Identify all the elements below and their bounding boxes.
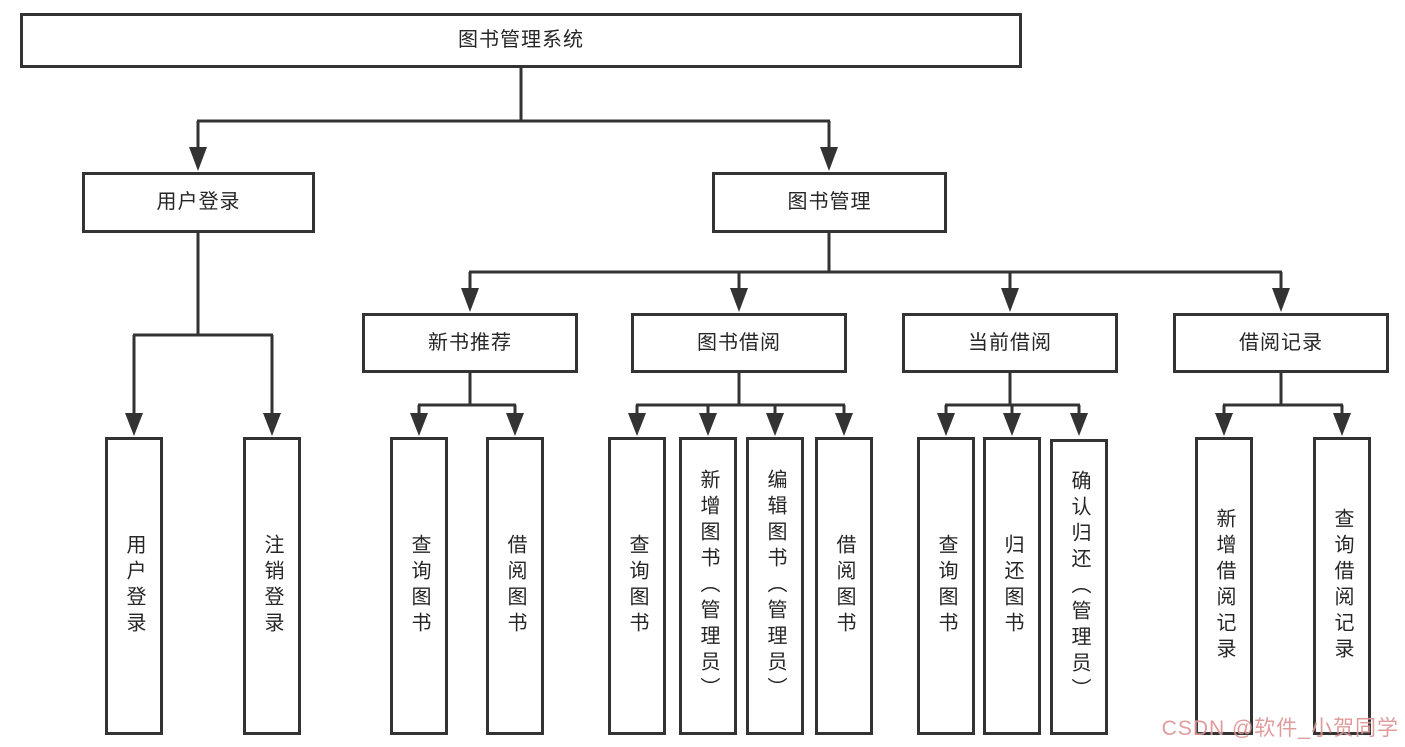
arrow-down-icon [766, 413, 784, 436]
leaf-edit-books: 编辑图书（管理员） [746, 437, 804, 735]
leaf-user-login: 用户登录 [105, 437, 163, 735]
leaf-add-books: 新增图书（管理员） [679, 437, 737, 735]
node-root: 图书管理系统 [20, 13, 1022, 68]
node-new-book-rec: 新书推荐 [362, 313, 578, 373]
tree-edges [132, 68, 1344, 415]
leaf-confirm-return: 确认归还（管理员） [1050, 439, 1108, 735]
arrow-down-icon [835, 413, 853, 436]
node-book-mgmt: 图书管理 [712, 172, 947, 233]
arrow-down-icon [628, 413, 646, 436]
arrow-down-icon [1001, 288, 1019, 312]
node-borrow-record: 借阅记录 [1173, 313, 1389, 373]
arrow-down-icon [1272, 288, 1290, 312]
leaf-query-books-2: 查询图书 [608, 437, 666, 735]
csdn-watermark: CSDN @软件_小贺同学 [1161, 717, 1399, 740]
leaf-query-books-3: 查询图书 [917, 437, 975, 735]
leaf-return-books: 归还图书 [983, 437, 1041, 735]
arrow-down-icon [461, 288, 479, 312]
node-book-borrow: 图书借阅 [631, 313, 847, 373]
leaf-query-books-1: 查询图书 [390, 437, 448, 735]
arrow-down-icon [410, 413, 428, 436]
leaf-add-borrow-record: 新增借阅记录 [1195, 437, 1253, 735]
arrow-down-icon [1215, 413, 1233, 436]
leaf-logout: 注销登录 [243, 437, 301, 735]
node-user-login: 用户登录 [82, 172, 315, 233]
arrow-down-icon [1070, 413, 1088, 436]
arrow-down-icon [1333, 413, 1351, 436]
arrow-down-icon [937, 413, 955, 436]
arrowheads [125, 147, 1351, 436]
leaf-borrow-books-1: 借阅图书 [486, 437, 544, 735]
node-current-borrow: 当前借阅 [902, 313, 1118, 373]
arrow-down-icon [506, 413, 524, 436]
leaf-borrow-books-2: 借阅图书 [815, 437, 873, 735]
arrow-down-icon [730, 288, 748, 312]
arrow-down-icon [125, 413, 143, 436]
arrow-down-icon [1003, 413, 1021, 436]
arrow-down-icon [820, 147, 838, 171]
arrow-down-icon [189, 147, 207, 171]
arrow-down-icon [699, 413, 717, 436]
leaf-query-borrow-record: 查询借阅记录 [1313, 437, 1371, 735]
arrow-down-icon [263, 413, 281, 436]
